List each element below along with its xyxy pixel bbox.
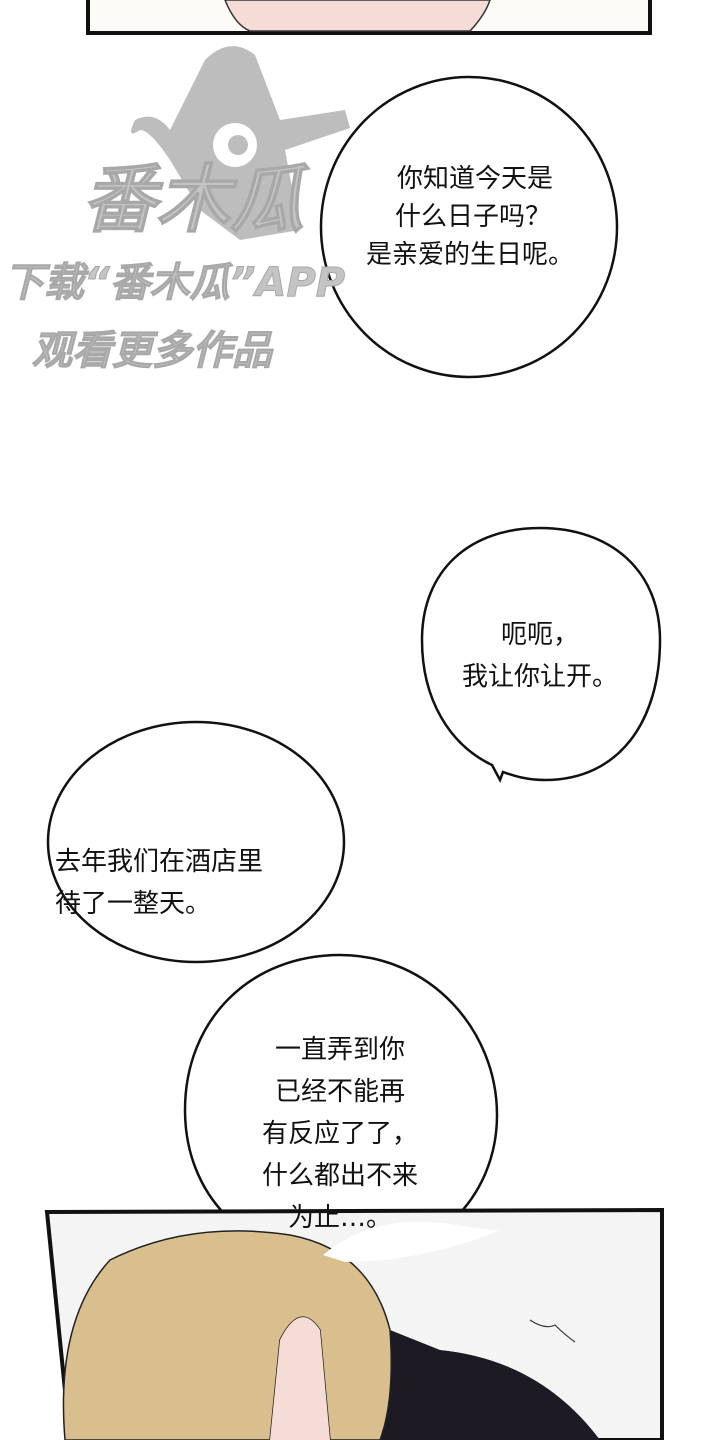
dialogue-text: 去年我们在酒店里 待了一整天。	[55, 841, 263, 925]
dialogue-line: 我让你让开。	[461, 662, 618, 692]
dialogue-line: 什么都出不来	[261, 1161, 418, 1191]
dialogue-line: 有反应了了，	[261, 1119, 418, 1149]
speech-bubble	[319, 75, 619, 379]
dialogue-text: 呃呃， 我让你让开。	[430, 614, 650, 698]
watermark-line2: 观看更多作品	[32, 328, 273, 375]
dialogue-line: 一直弄到你	[274, 1035, 405, 1065]
dialogue-text: 你知道今天是 什么日子吗？ 是亲爱的生日呢。	[322, 158, 618, 276]
dialogue-line: 为止…。	[287, 1203, 392, 1233]
dialogue-text: 一直弄到你 已经不能再 有反应了了， 什么都出不来 为止…。	[200, 1029, 480, 1239]
dialogue-line: 去年我们在酒店里	[55, 847, 264, 877]
speech-bubble	[420, 526, 662, 784]
dialogue-line: 什么日子吗？	[394, 202, 551, 232]
dialogue-line: 是亲爱的生日呢。	[365, 240, 574, 270]
watermark-logo-text: 番木瓜	[82, 157, 305, 244]
dialogue-line: 呃呃，	[500, 620, 579, 650]
bottom-panel	[44, 1207, 664, 1440]
watermark-logo-icon	[131, 46, 350, 240]
dialogue-line: 待了一整天。	[55, 889, 212, 919]
dialogue-line: 你知道今天是	[396, 164, 553, 194]
dialogue-line: 已经不能再	[274, 1077, 405, 1107]
watermark-line1: 下载“番木瓜”APP	[3, 260, 346, 307]
top-panel	[86, 0, 652, 35]
speech-bubble-group	[46, 720, 499, 1286]
